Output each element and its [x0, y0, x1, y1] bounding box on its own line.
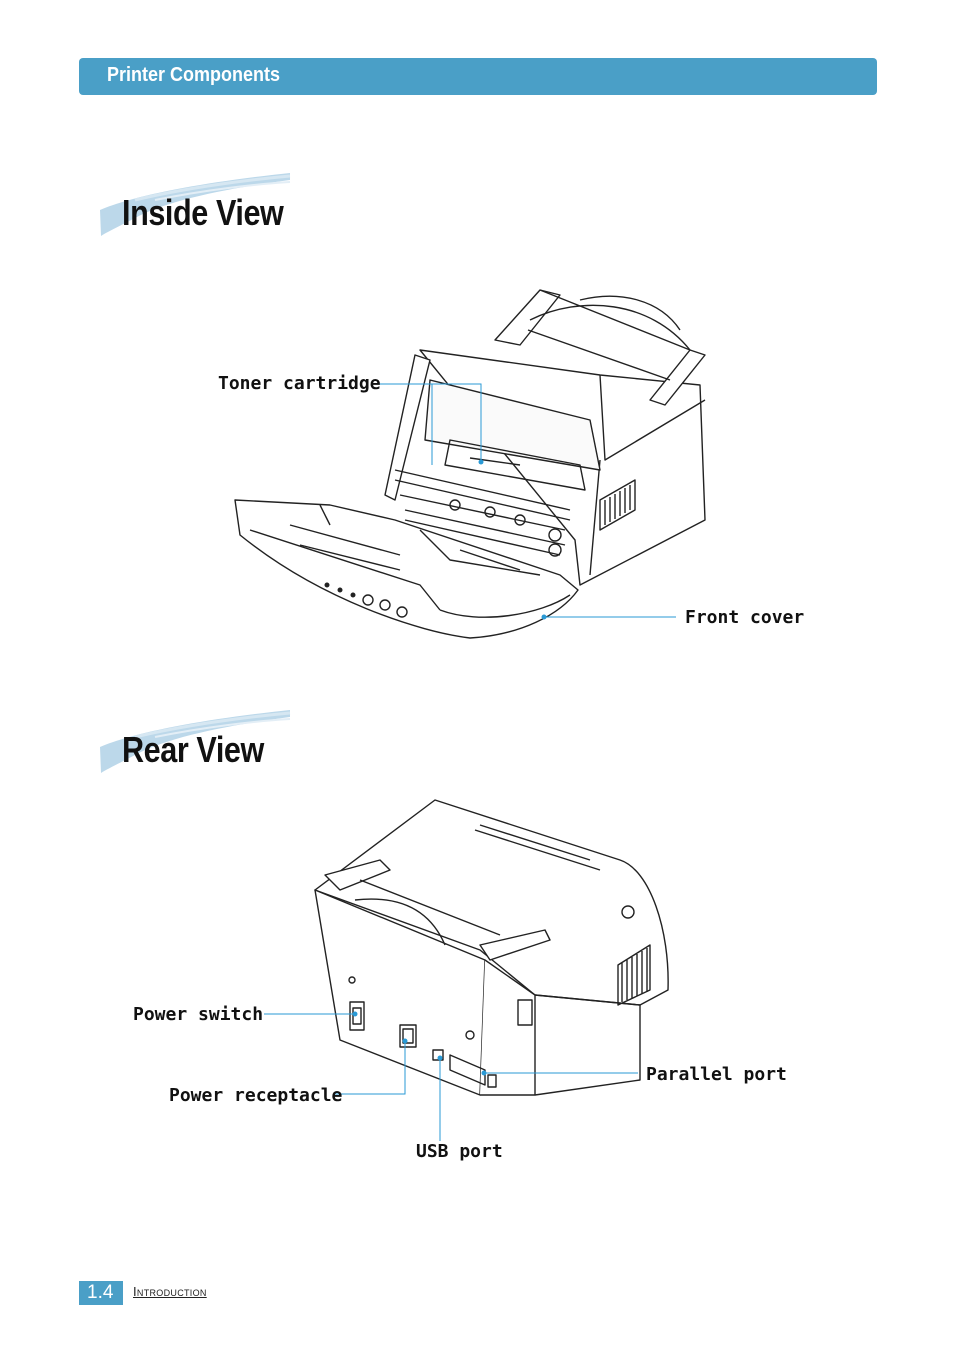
callout-power-switch: Power switch: [133, 1004, 264, 1025]
section-header-bar: Printer Components: [79, 58, 877, 95]
printer-inside-view-illustration: [234, 289, 706, 639]
callout-front-cover: Front cover: [685, 607, 805, 628]
callout-usb-port: USB port: [416, 1141, 503, 1162]
rear-view-title: Rear View: [122, 729, 264, 770]
brush-stroke-icon: [100, 173, 291, 236]
callout-power-receptacle: Power receptacle: [169, 1085, 343, 1106]
brush-stroke-icon: [100, 710, 291, 773]
callout-parallel-port: Parallel port: [646, 1064, 787, 1085]
header-title: Printer Components: [107, 64, 281, 86]
page-number-box: [79, 1281, 123, 1305]
inside-view-title: Inside View: [122, 192, 284, 233]
page-number: 1.4: [87, 1282, 114, 1303]
callout-dots: [352, 459, 547, 1076]
printer-rear-view-illustration: [314, 799, 669, 1096]
chapter-name: Introduction: [133, 1284, 207, 1299]
callout-leader-lines: [264, 383, 676, 1141]
callout-toner-cartridge: Toner cartridge: [218, 373, 381, 394]
